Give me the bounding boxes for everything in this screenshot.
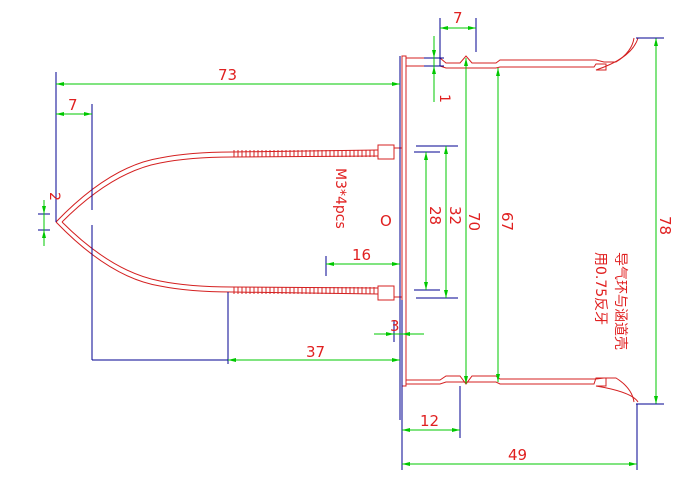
groove-pos-label: 12 — [420, 412, 439, 430]
dim-hole-offset: 16 — [326, 246, 400, 266]
tip-width-label: 2 — [46, 192, 62, 201]
wall-gap-label: 3 — [390, 317, 400, 335]
duct-shell-top — [406, 37, 639, 71]
cone-lower-outline — [55, 221, 379, 295]
outer-dia-label: 78 — [656, 216, 674, 235]
dim-bore-dia: 67 — [496, 68, 516, 382]
dim-wall-gap: 3 — [374, 317, 424, 336]
body-len-label: 37 — [306, 343, 325, 361]
upper-hub-block — [377, 144, 395, 160]
bolt-outer-label: 32 — [446, 206, 464, 225]
duct-top-inner — [406, 37, 639, 71]
dim-body-len: 37 — [228, 343, 400, 362]
lower-serrations — [233, 287, 375, 294]
dim-bolt-outer: 32 — [444, 146, 464, 298]
cone-upper-outline — [55, 149, 379, 223]
hole-offset-label: 16 — [352, 246, 371, 264]
cone-upper-inner — [61, 155, 379, 223]
duct-bottom-outer — [406, 375, 635, 403]
tube-len-label: 49 — [508, 446, 527, 464]
dim-tip-width: 2 — [42, 192, 62, 246]
flange-step-label: 7 — [453, 9, 463, 27]
chinese-note-line1: 导气环与涵道壳 — [612, 252, 629, 350]
dim-tip-offset: 7 — [56, 96, 92, 116]
duct-bottom-inner — [406, 377, 639, 403]
dim-bolt-inner: 28 — [424, 152, 444, 290]
bore-dia-label: 67 — [498, 212, 516, 231]
dim-overall-length: 73 — [56, 66, 400, 86]
dim-inner-dia: 70 — [464, 58, 483, 384]
spinner-cone — [55, 144, 402, 301]
flange-thk-label: 1 — [436, 94, 452, 103]
overall-length-label: 73 — [218, 66, 237, 84]
lower-hub-block — [377, 285, 395, 301]
hole-mark: O — [380, 212, 392, 230]
tip-offset-label: 7 — [68, 96, 78, 114]
chinese-note-line2: 用0.75反牙 — [592, 252, 608, 325]
duct-shell-bottom — [406, 375, 639, 403]
screw-spec-note: M3*4pcs — [332, 168, 348, 229]
cone-lower-inner — [61, 221, 379, 289]
dim-groove-pos: 12 — [402, 412, 460, 432]
dim-flange-thk: 1 — [432, 36, 452, 103]
flange-plate — [401, 55, 407, 387]
upper-serrations — [233, 150, 375, 157]
dim-outer-dia: 78 — [636, 37, 674, 405]
dim-tube-len: 49 — [402, 446, 637, 466]
inner-dia-label: 70 — [465, 212, 483, 231]
dim-flange-step: 7 — [440, 9, 476, 30]
extension-lines — [38, 18, 638, 470]
bolt-inner-label: 28 — [426, 206, 444, 225]
